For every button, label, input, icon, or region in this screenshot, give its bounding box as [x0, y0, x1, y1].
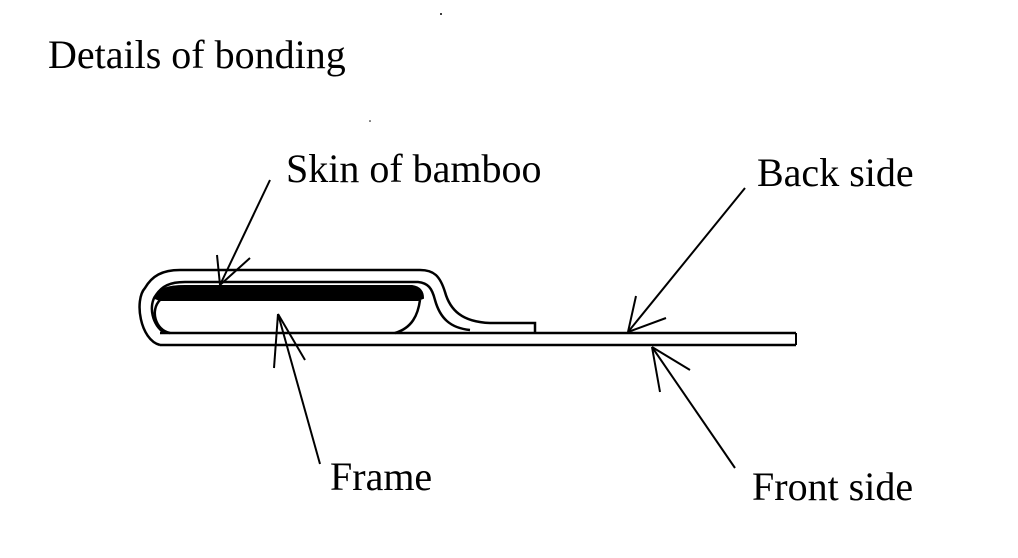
diagram-title: Details of bonding [48, 32, 346, 77]
label-skin-of-bamboo: Skin of bamboo [286, 146, 542, 191]
inner-wrap [150, 280, 471, 335]
label-frame: Frame [330, 454, 432, 499]
front-leader [651, 346, 736, 469]
scan-speck [369, 120, 371, 122]
bamboo-skin [153, 285, 425, 301]
scan-speck [440, 13, 442, 15]
label-front-side: Front side [752, 464, 913, 509]
label-back-side: Back side [757, 150, 914, 195]
front-plate [160, 331, 797, 347]
frame-leader [273, 313, 321, 465]
back-leader [627, 187, 746, 333]
frame [153, 299, 422, 335]
outer-wrap [138, 268, 537, 347]
skin-leader [216, 179, 271, 286]
